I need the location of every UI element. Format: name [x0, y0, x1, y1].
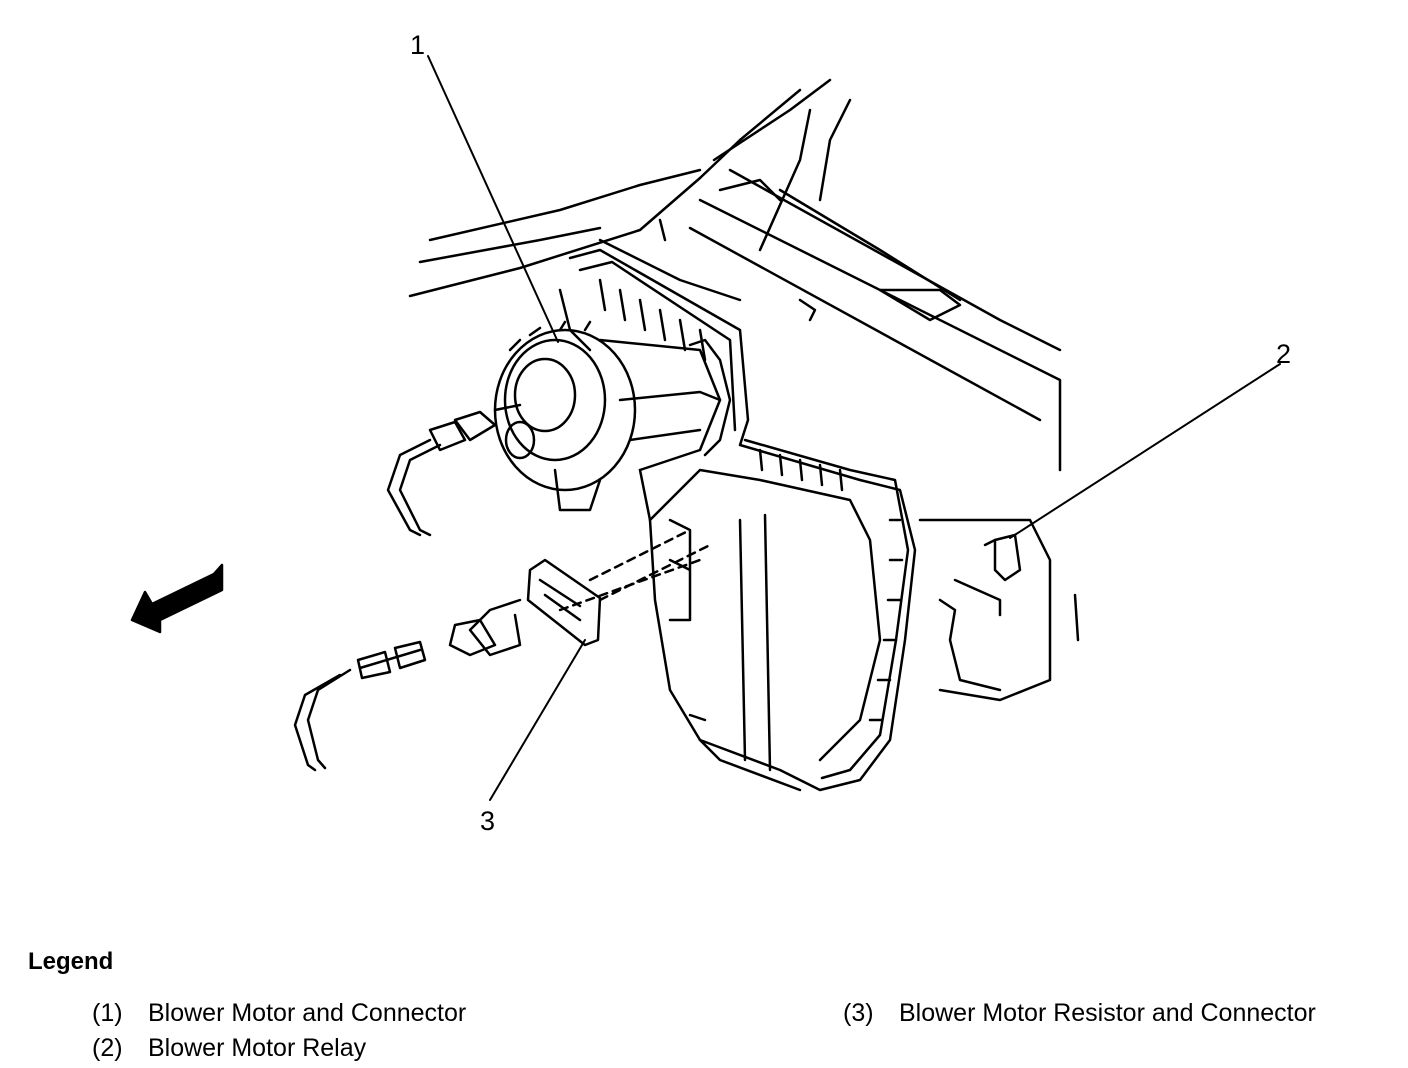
front-arrow-icon: [130, 563, 224, 634]
callout-3: 3: [480, 806, 495, 836]
callout-1: 1: [410, 30, 425, 60]
legend-item-number: (3): [843, 999, 874, 1027]
hvac-case: [558, 248, 1080, 792]
legend-item-2: (2) Blower Motor Relay: [92, 1034, 366, 1063]
legend-item-1: (1) Blower Motor and Connector: [92, 999, 466, 1028]
blower-motor-relay: [938, 533, 1022, 692]
blower-motor-diagram: 1 2 3: [130, 30, 1291, 836]
dash-panel: [408, 78, 1062, 472]
blower-motor-harness: [386, 403, 522, 537]
legend-item-3: (3) Blower Motor Resistor and Connector: [843, 999, 1316, 1028]
legend-item-number: (2): [92, 1034, 123, 1062]
callout-2: 2: [1276, 339, 1291, 369]
leader-lines: [427, 55, 1281, 801]
legend-item-label: Blower Motor Relay: [148, 1034, 367, 1062]
blower-motor-resistor: [293, 528, 712, 772]
blower-motor: [493, 320, 732, 512]
legend-item-label: Blower Motor Resistor and Connector: [899, 999, 1316, 1027]
legend-item-number: (1): [92, 999, 123, 1027]
legend-title: Legend: [28, 948, 114, 975]
legend-item-label: Blower Motor and Connector: [148, 999, 467, 1027]
